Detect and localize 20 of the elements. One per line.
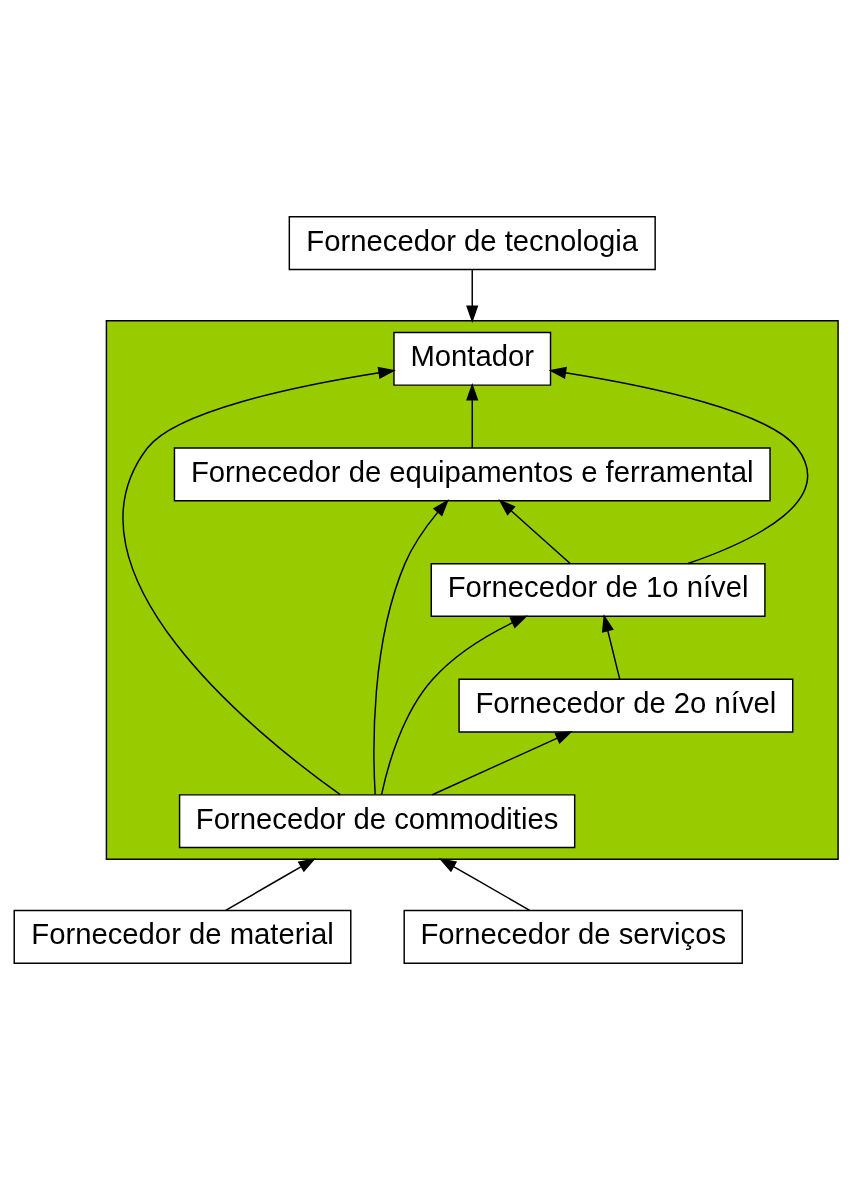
node-box: Fornecedor de commodities [178,793,576,848]
arrow [466,268,479,323]
node-box: Fornecedor de serviços [403,909,743,964]
node-box: Fornecedor de 1o nível [430,562,766,617]
arrow [601,613,621,680]
node-box: Fornecedor de tecnologia [288,215,656,270]
arrow [498,498,571,564]
arrow [122,366,396,795]
cluster [105,319,839,860]
node-box: Fornecedor de 2o nível [458,678,794,733]
node-box: Montador [393,331,552,386]
arrow [431,730,573,795]
node-box: Fornecedor de equipamentos e ferramental [173,446,771,501]
arrow [438,857,531,911]
node-box: Fornecedor de material [13,909,352,964]
arrow [380,615,528,795]
arrow [373,498,449,795]
arrow [466,382,479,449]
arrow [548,366,809,564]
arrow [224,857,316,911]
